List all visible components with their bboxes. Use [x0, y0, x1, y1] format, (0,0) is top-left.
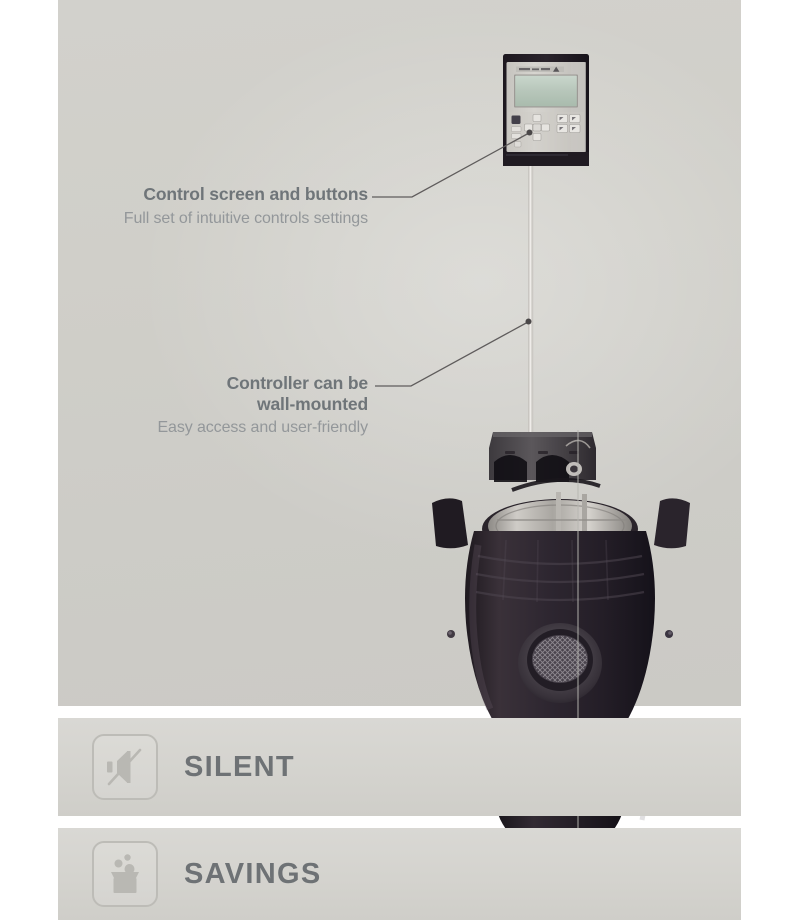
silent-label: SILENT: [184, 750, 295, 783]
callout-control-screen: Control screen and buttons Full set of i…: [0, 184, 368, 228]
feature-band-savings: SAVINGS: [58, 828, 741, 920]
coin-box-icon: [111, 854, 139, 893]
silent-icon-box: [92, 734, 158, 800]
callout-1-subtitle: Full set of intuitive controls settings: [123, 209, 368, 227]
mute-speaker-icon: [107, 748, 142, 786]
callout-2-subtitle: Easy access and user-friendly: [157, 419, 368, 437]
savings-icon-box: [92, 841, 158, 907]
pump-vent: [518, 623, 602, 703]
pump-handle-left: [432, 498, 468, 549]
callout-wall-mounted: Controller can be wall-mounted Easy acce…: [0, 373, 368, 437]
callout-2-title-line-2: wall-mounted: [257, 393, 368, 414]
pump-junction-box: [489, 432, 596, 482]
feature-band-silent: SILENT: [58, 718, 741, 816]
callout-2-title-line-1: Controller can be: [226, 373, 369, 393]
controller-dpad: [524, 114, 550, 141]
controller-menu-button: [511, 115, 521, 124]
controller-lcd-screen: [515, 75, 577, 107]
controller-cable: [528, 160, 534, 438]
savings-label: SAVINGS: [184, 857, 322, 890]
controller-device: [503, 54, 589, 166]
pump-handle-right: [654, 498, 690, 549]
controller-function-buttons: [556, 114, 581, 133]
callout-1-title: Control screen and buttons: [143, 184, 368, 204]
